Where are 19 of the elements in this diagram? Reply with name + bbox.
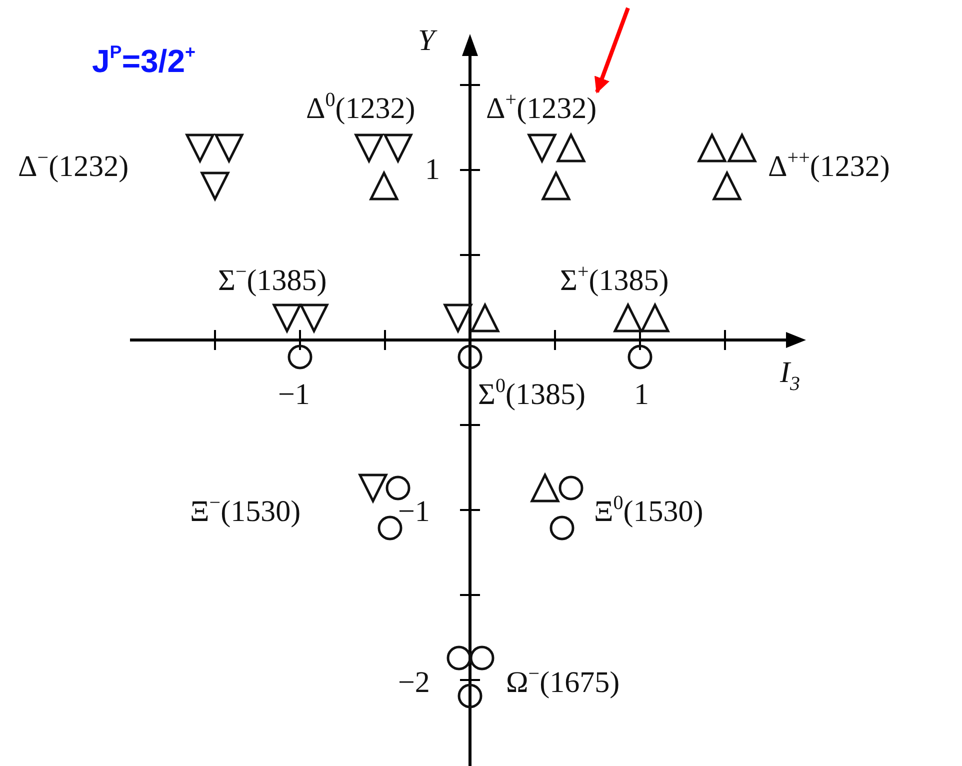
axis-label: Y [418, 24, 435, 58]
arrow [594, 7, 630, 94]
spin-parity-label: J$^{P}$=3/2$^{+}$ [92, 44, 196, 81]
tick-label: −2 [398, 666, 430, 700]
particle-label: Σ$^{+}$(1385) [560, 264, 669, 301]
axis-label: I$_{3}$ [780, 356, 800, 393]
particle-label: Σ$^{0}$(1385) [478, 378, 586, 415]
particle-label: Δ$^{++}$(1232) [768, 150, 890, 187]
particle-label: Δ$^{0}$(1232) [306, 92, 416, 129]
particle-label: Σ$^{−}$(1385) [218, 264, 327, 301]
particle-label: Ξ$^{−}$(1530) [190, 495, 301, 532]
particle-label: Δ$^{−}$(1232) [18, 150, 129, 187]
particle-label: Δ$^{+}$(1232) [486, 92, 597, 129]
particle-label: Ξ$^{0}$(1530) [594, 495, 704, 532]
particle-label: Ω$^{−}$(1675) [506, 666, 620, 703]
tick-label: −1 [398, 495, 430, 529]
tick-label: −1 [278, 378, 310, 412]
tick-label: 1 [634, 378, 649, 412]
tick-label: 1 [425, 153, 440, 187]
